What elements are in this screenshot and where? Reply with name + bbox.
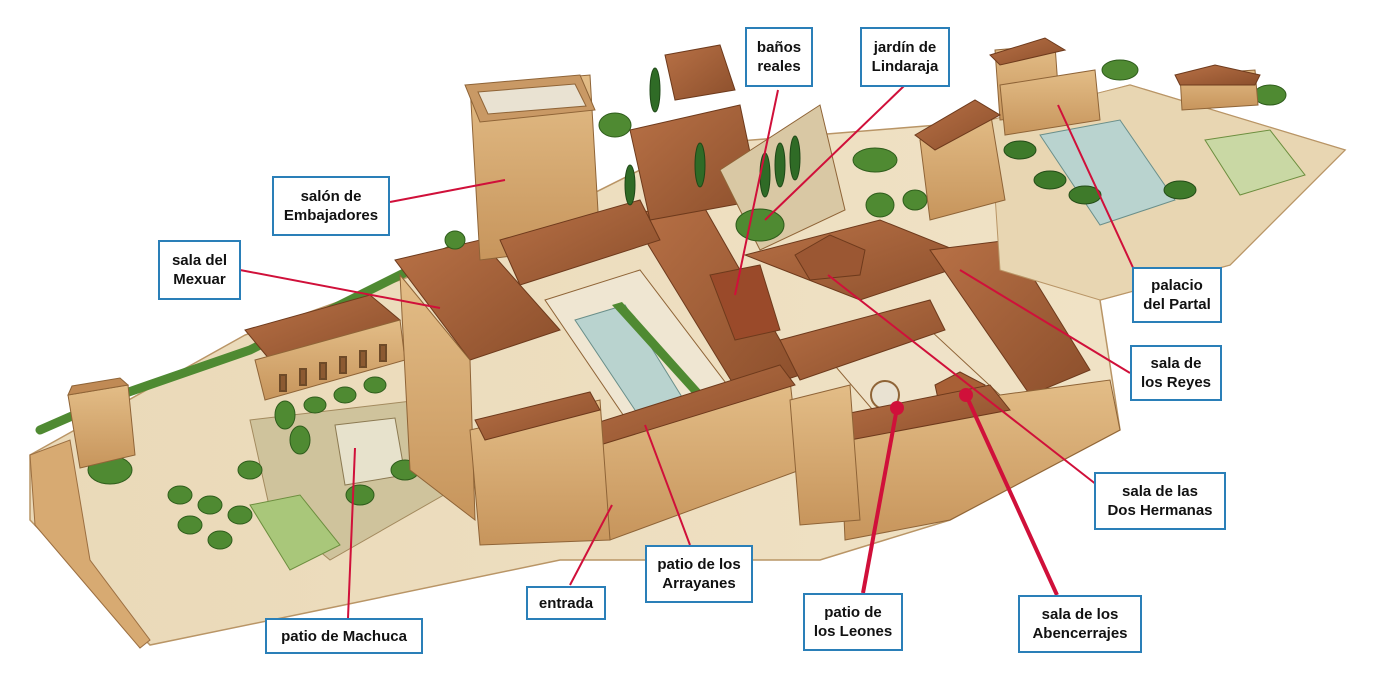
- leader-embajadores: [389, 179, 506, 203]
- leones-roof-west: [779, 299, 946, 381]
- leader-leones: [861, 407, 899, 594]
- upper-house-roof: [664, 44, 736, 101]
- partal-garden: [1204, 129, 1306, 196]
- partal-house: [999, 69, 1101, 136]
- abencerrajes-marker: [959, 388, 973, 402]
- outer-wall-left: [29, 439, 151, 649]
- leader-entrada: [569, 504, 613, 586]
- leader-abencerrajes: [964, 394, 1059, 596]
- palm-trees: [1003, 140, 1197, 205]
- leader-reyes: [959, 269, 1131, 374]
- leones-marker: [890, 401, 904, 415]
- label-palacio-partal: palacio del Partal: [1132, 267, 1222, 323]
- trees-green: [444, 59, 1287, 250]
- leader-arrayanes: [644, 424, 691, 546]
- leader-partal: [1057, 104, 1136, 273]
- label-sala-abencerrajes: sala de los Abencerrajes: [1018, 595, 1142, 653]
- arrayanes-roof-north: [499, 199, 661, 286]
- leader-lindaraja: [764, 84, 906, 221]
- leader-machuca: [347, 447, 356, 619]
- label-patio-arrayanes: patio de los Arrayanes: [645, 545, 753, 603]
- bold-leader-lines: [861, 394, 1059, 596]
- dos-hermanas-roof: [794, 234, 866, 281]
- arrayanes-hedge: [612, 302, 705, 400]
- leones-roof-east: [929, 239, 1091, 396]
- leader-mexuar: [239, 269, 441, 309]
- label-banos-reales: baños reales: [745, 27, 813, 87]
- label-entrada: entrada: [526, 586, 606, 620]
- leader-banos: [734, 89, 779, 296]
- label-patio-machuca: patio de Machuca: [265, 618, 423, 654]
- banos-roof: [709, 264, 781, 341]
- leader-dos-hermanas: [827, 274, 1098, 486]
- label-salon-embajadores: salón de Embajadores: [272, 176, 390, 236]
- mid-block: [789, 384, 861, 526]
- leader-lines: [239, 84, 1136, 619]
- label-sala-reyes: sala de los Reyes: [1130, 345, 1222, 401]
- label-patio-leones: patio de los Leones: [803, 593, 903, 651]
- label-sala-dos-hermanas: sala de las Dos Hermanas: [1094, 472, 1226, 530]
- machuca-lawn: [249, 494, 341, 571]
- comares-wall-west: [399, 273, 476, 522]
- label-jardin-lindaraja: jardín de Lindaraja: [860, 27, 950, 87]
- label-sala-mexuar: sala del Mexuar: [158, 240, 241, 300]
- left-tower: [67, 384, 136, 469]
